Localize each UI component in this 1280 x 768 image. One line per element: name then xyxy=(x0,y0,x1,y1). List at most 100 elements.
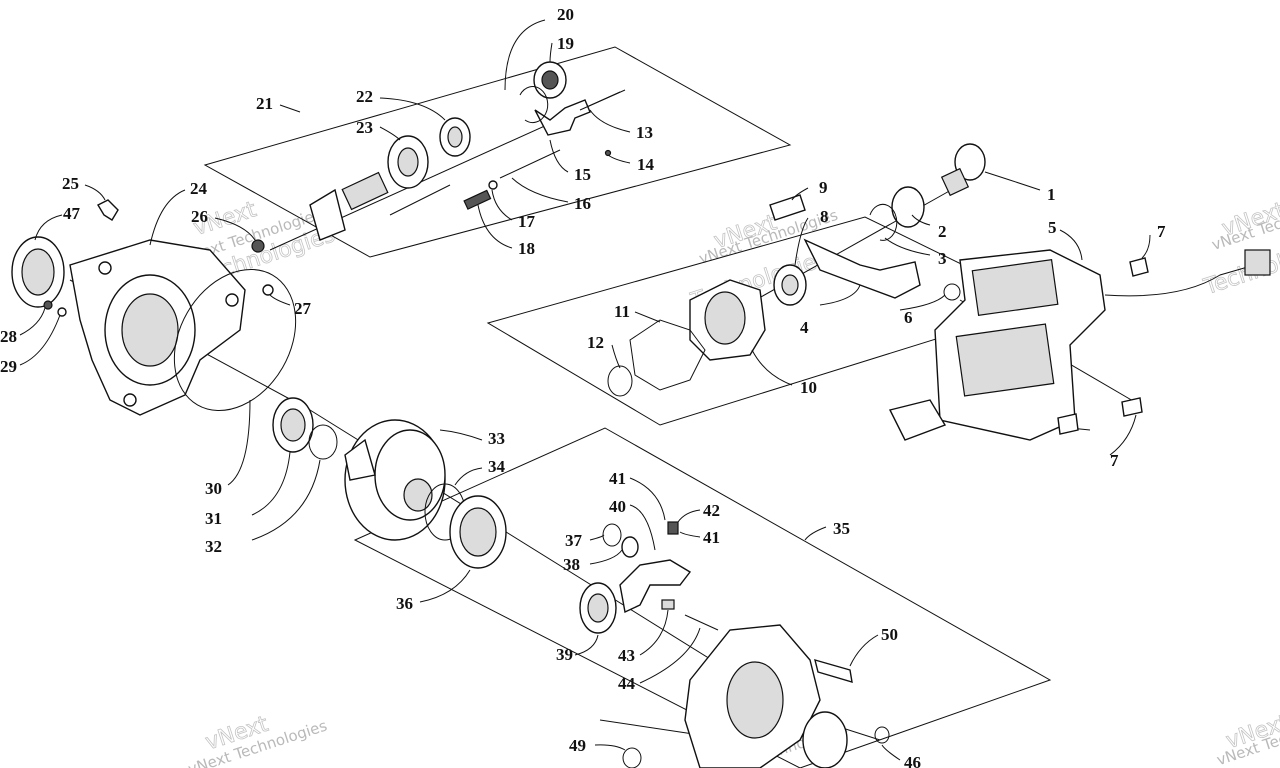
bearing-19 xyxy=(533,61,567,99)
rod-13 xyxy=(579,89,626,111)
part-28 xyxy=(43,300,53,310)
watermark-group-3: vNext vNext Technologies Technologies xyxy=(1200,192,1280,301)
bearing-23 xyxy=(387,135,429,189)
washer-38 xyxy=(621,536,639,558)
pinion-gear xyxy=(309,171,389,241)
actuator-5 xyxy=(888,249,1271,441)
callout-8: 8 xyxy=(820,207,829,226)
callout-29: 29 xyxy=(0,357,17,376)
bolt-7-upper xyxy=(1129,257,1149,277)
part-26 xyxy=(251,239,265,253)
snap-ring-12 xyxy=(607,365,633,397)
cover-housing xyxy=(684,624,848,768)
bolt-7-lower-left xyxy=(1057,413,1079,435)
callout-25: 25 xyxy=(62,174,79,193)
bracket-group-35 xyxy=(353,427,1052,768)
pin-44 xyxy=(684,614,719,631)
watermark-group-6: vNext vNext Technologies xyxy=(1214,707,1280,768)
bracket-4 xyxy=(803,238,921,299)
part-27 xyxy=(262,284,274,296)
gasket-11 xyxy=(629,319,706,391)
seal-2 xyxy=(891,186,925,228)
callout-3: 3 xyxy=(938,249,947,268)
spring-43 xyxy=(661,599,675,610)
callout-50: 50 xyxy=(881,625,898,644)
bolt-7-lower-right xyxy=(1121,397,1143,417)
part-29 xyxy=(57,307,67,317)
callout-37: 37 xyxy=(565,531,583,550)
callout-4: 4 xyxy=(800,318,809,337)
callout-35: 35 xyxy=(833,519,850,538)
leader-lines xyxy=(19,19,1151,761)
callout-13: 13 xyxy=(636,123,653,142)
callout-2: 2 xyxy=(938,222,947,241)
shift-fork-15 xyxy=(534,99,591,136)
bracket-group-21 xyxy=(203,46,792,258)
callout-41-upper: 41 xyxy=(609,469,626,488)
snap-ring-37 xyxy=(602,523,622,547)
snap-ring-3 xyxy=(869,203,898,241)
callout-44: 44 xyxy=(618,674,636,693)
callout-32: 32 xyxy=(205,537,222,556)
bearing-39 xyxy=(579,582,617,634)
callout-33: 33 xyxy=(488,429,505,448)
output-flange-1 xyxy=(940,143,986,197)
callout-10: 10 xyxy=(800,378,817,397)
bearing-31 xyxy=(272,397,314,453)
callout-14: 14 xyxy=(637,155,655,174)
callout-34: 34 xyxy=(488,457,506,476)
callout-31: 31 xyxy=(205,509,222,528)
o-ring-6 xyxy=(943,283,961,301)
callout-42: 42 xyxy=(703,501,720,520)
housing-10 xyxy=(689,279,766,361)
callout-40: 40 xyxy=(609,497,626,516)
callout-26: 26 xyxy=(191,207,208,226)
callout-46: 46 xyxy=(904,753,921,768)
differential-housing xyxy=(69,239,246,416)
callout-28: 28 xyxy=(0,327,17,346)
callout-36: 36 xyxy=(396,594,413,613)
o-ring-30 xyxy=(173,268,297,412)
watermark-group-4: vNext vNext Technologies xyxy=(186,711,330,768)
bearing-8 xyxy=(773,264,807,306)
part-17 xyxy=(488,180,498,190)
callout-41-lower: 41 xyxy=(703,528,720,547)
callout-43: 43 xyxy=(618,646,635,665)
callout-23: 23 xyxy=(356,118,373,137)
callout-1: 1 xyxy=(1047,185,1056,204)
callout-38: 38 xyxy=(563,555,580,574)
bolt-50 xyxy=(814,658,853,683)
callout-49: 49 xyxy=(569,736,586,755)
o-ring-49 xyxy=(622,747,642,768)
bearing-36 xyxy=(449,495,507,569)
callout-11: 11 xyxy=(614,302,630,321)
pin-14 xyxy=(604,149,612,157)
callout-6: 6 xyxy=(904,308,913,327)
bolt-9 xyxy=(769,194,806,221)
callout-21: 21 xyxy=(256,94,273,113)
seal-47 xyxy=(11,236,65,308)
spring-42 xyxy=(667,521,679,535)
shift-fork-40 xyxy=(619,559,692,614)
callout-22: 22 xyxy=(356,87,373,106)
callout-9: 9 xyxy=(819,178,828,197)
callout-27: 27 xyxy=(294,299,312,318)
spring-18 xyxy=(463,189,492,210)
callout-5: 5 xyxy=(1048,218,1057,237)
callout-20: 20 xyxy=(557,5,574,24)
ring-32 xyxy=(308,424,338,460)
callout-17: 17 xyxy=(518,212,536,231)
shift-rod-16 xyxy=(499,149,561,179)
callout-19: 19 xyxy=(557,34,574,53)
callout-7-lower: 7 xyxy=(1110,451,1119,470)
ring-gear-33 xyxy=(344,419,446,541)
callout-39: 39 xyxy=(556,645,573,664)
callout-24: 24 xyxy=(190,179,208,198)
snap-ring-20 xyxy=(519,86,549,124)
bearing-22 xyxy=(439,117,471,157)
callout-16: 16 xyxy=(574,194,591,213)
callout-12: 12 xyxy=(587,333,604,352)
callout-7-upper: 7 xyxy=(1157,222,1166,241)
ring-46 xyxy=(874,726,890,744)
